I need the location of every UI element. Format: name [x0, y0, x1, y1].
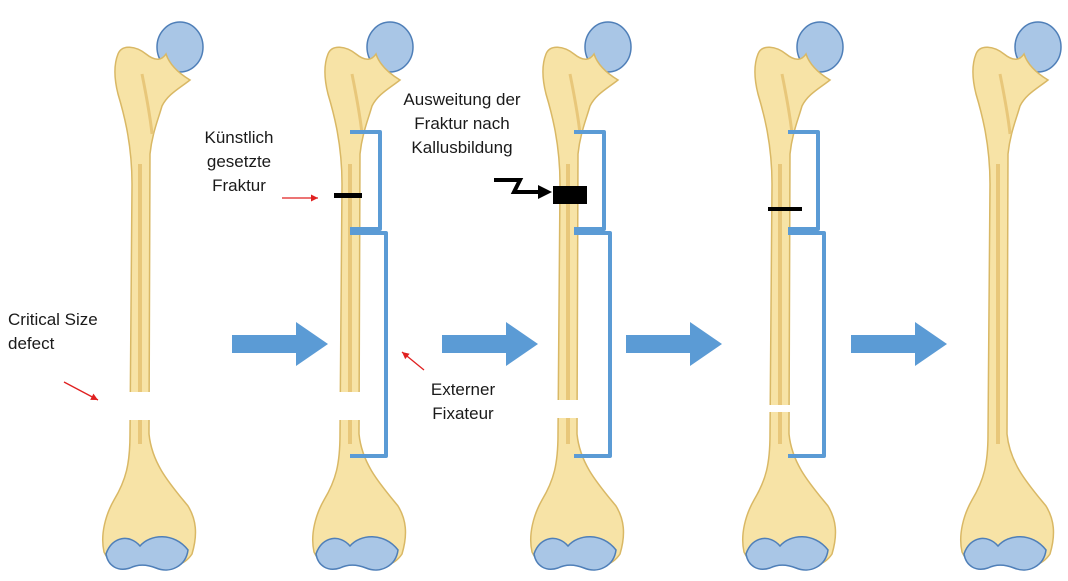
process-arrow-icon — [851, 322, 947, 366]
kuenstlich-line-3: Fraktur — [194, 174, 284, 198]
fixateur-line-2: Fixateur — [418, 402, 508, 426]
process-arrow-icon — [232, 322, 328, 366]
fracture-line — [768, 207, 802, 211]
process-arrow-icon — [442, 322, 538, 366]
femur-bone-icon — [961, 22, 1061, 570]
defect-gap-thin — [764, 405, 816, 412]
zigzag-arrow-icon — [494, 180, 540, 192]
process-arrow-icon — [626, 322, 722, 366]
critical-size-line-2: defect — [8, 332, 98, 356]
zigzag-arrowhead — [538, 185, 552, 199]
critical-size-line-1: Critical Size — [8, 308, 98, 332]
critical-size-defect-gap — [124, 392, 176, 420]
ausweitung-line-3: Kallusbildung — [388, 136, 536, 160]
defect-gap — [552, 400, 604, 418]
critical-size-label: Critical Size defect — [8, 308, 98, 356]
ausweitung-line-2: Fraktur nach — [388, 112, 536, 136]
artificial-fracture-line — [334, 193, 362, 198]
ausweitung-label: Ausweitung der Fraktur nach Kallusbildun… — [388, 88, 536, 160]
kuenstlich-line-2: gesetzte — [194, 150, 284, 174]
ausweitung-line-1: Ausweitung der — [388, 88, 536, 112]
fixateur-line-1: Externer — [418, 378, 508, 402]
kuenstlich-line-1: Künstlich — [194, 126, 284, 150]
widened-fracture-block — [553, 186, 587, 204]
femur-bone-icon — [103, 22, 203, 570]
red-pointer-arrowhead — [311, 195, 318, 202]
kuenstlich-label: Künstlich gesetzte Fraktur — [194, 126, 284, 198]
femur-bone-icon — [743, 22, 843, 570]
defect-gap — [334, 392, 386, 420]
femur-bone-icon — [531, 22, 631, 570]
fixateur-label: Externer Fixateur — [418, 378, 508, 426]
